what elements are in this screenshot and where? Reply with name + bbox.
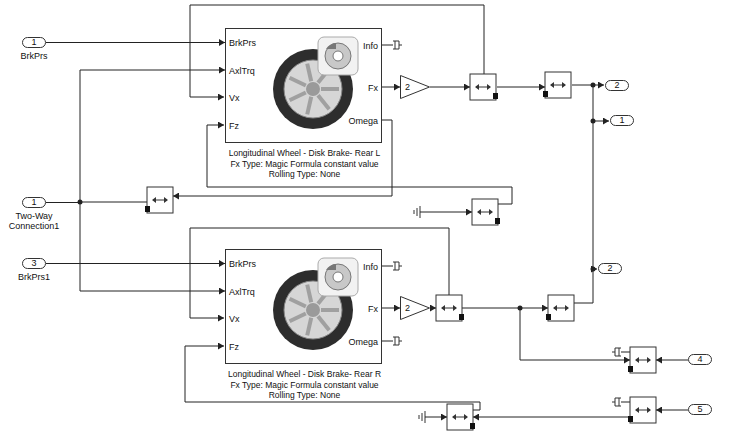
- port-number: 1: [611, 116, 633, 125]
- converter-block: [447, 404, 475, 430]
- signal-wire: [656, 410, 688, 411]
- output-port-label: Fx: [368, 83, 378, 93]
- signal-connector: [382, 308, 400, 309]
- output-port-label: Omega: [348, 116, 378, 126]
- terminator-symbol: [612, 398, 621, 406]
- converter-block: [436, 295, 464, 321]
- output-port-label: Omega: [348, 337, 378, 347]
- signal-wire: [520, 308, 630, 360]
- input-port-label: Vx: [229, 314, 240, 324]
- terminator-symbol: [393, 262, 402, 270]
- signal-wire: [462, 308, 548, 309]
- converter-block: [543, 72, 571, 98]
- gain-value: 2: [405, 303, 410, 313]
- terminator-symbol: [612, 348, 621, 356]
- signal-wire: [382, 341, 393, 342]
- signal-wire: [574, 85, 593, 303]
- signal-connector: [46, 203, 225, 292]
- input-port-label: AxlTrq: [229, 66, 255, 76]
- signal-wire: [430, 87, 470, 88]
- port-name: Two-Way Connection1: [2, 211, 66, 231]
- signal-wire: [80, 202, 147, 203]
- signal-connector: [382, 87, 400, 88]
- converter-block: [145, 187, 173, 213]
- converter-block: [628, 397, 656, 423]
- block-caption: Fx Type: Magic Formula constant value: [196, 159, 413, 169]
- port-block: 5: [688, 404, 712, 415]
- ground-symbol: [414, 206, 420, 218]
- port-block: 1Two-Way Connection1: [22, 197, 46, 208]
- signal-connector: [46, 263, 225, 264]
- signal-wire: [656, 360, 688, 361]
- input-port-label: Vx: [229, 93, 240, 103]
- signal-wire: [572, 85, 604, 86]
- converter-block: [628, 347, 656, 373]
- port-block: 2: [598, 263, 622, 274]
- port-number: 5: [689, 405, 711, 414]
- input-port-label: Fz: [229, 342, 239, 352]
- port-number: 2: [599, 264, 621, 273]
- gain-block: 2: [400, 75, 430, 99]
- input-port-label: BrkPrs: [229, 259, 256, 269]
- converter-block: [546, 295, 574, 321]
- port-block: 2: [605, 80, 629, 91]
- signal-wire: [382, 266, 393, 267]
- port-block: 1: [610, 115, 634, 126]
- gain-triangle: [400, 296, 430, 320]
- block-caption: Longitudinal Wheel - Disk Brake- Rear L: [196, 148, 413, 158]
- converter-block: [470, 74, 498, 100]
- output-port-label: Info: [363, 41, 378, 51]
- block-caption: Fx Type: Magic Formula constant value: [196, 380, 413, 390]
- gain-triangle: [400, 75, 430, 99]
- signal-wire: [420, 212, 472, 213]
- block-caption: Longitudinal Wheel - Disk Brake- Rear R: [196, 369, 413, 379]
- signal-connector: [46, 42, 225, 43]
- terminator-symbol: [393, 41, 402, 49]
- terminator-symbol: [393, 337, 402, 345]
- port-block: 4: [688, 354, 712, 365]
- signal-wire: [473, 417, 630, 418]
- signal-wire: [497, 87, 545, 88]
- signal-wire: [430, 308, 436, 309]
- output-port-label: Info: [363, 262, 378, 272]
- input-port-label: BrkPrs: [229, 38, 256, 48]
- port-number: 4: [689, 355, 711, 364]
- port-block: 1BrkPrs: [22, 37, 46, 48]
- ground-symbol: [419, 411, 425, 423]
- signal-wire: [621, 402, 630, 403]
- signal-wire: [425, 417, 447, 418]
- port-name: BrkPrs1: [2, 272, 66, 282]
- input-port-label: Fz: [229, 121, 239, 131]
- input-port-label: AxlTrq: [229, 287, 255, 297]
- gain-block: 2: [400, 296, 430, 320]
- branch-dot: [591, 267, 596, 272]
- port-block: 3BrkPrs1: [22, 258, 46, 269]
- output-port-label: Fx: [368, 304, 378, 314]
- signal-connector: [46, 70, 225, 203]
- gain-value: 2: [405, 82, 410, 92]
- branch-dot: [591, 83, 596, 88]
- port-number: 1: [23, 198, 45, 207]
- port-number: 1: [23, 38, 45, 47]
- converter-block: [472, 199, 500, 225]
- wheel-brake-block: BrkPrsAxlTrqVxFzInfoFxOmegaLongitudinal …: [225, 249, 382, 364]
- block-caption: Rolling Type: None: [196, 390, 413, 400]
- wheel-brake-block: BrkPrsAxlTrqVxFzInfoFxOmegaLongitudinal …: [225, 28, 382, 143]
- signal-wire: [621, 352, 630, 353]
- port-number: 3: [23, 259, 45, 268]
- signal-wire: [382, 45, 393, 46]
- port-number: 2: [606, 81, 628, 90]
- branch-dot: [591, 119, 596, 124]
- branch-dot: [518, 306, 523, 311]
- port-name: BrkPrs: [2, 51, 66, 61]
- block-caption: Rolling Type: None: [196, 169, 413, 179]
